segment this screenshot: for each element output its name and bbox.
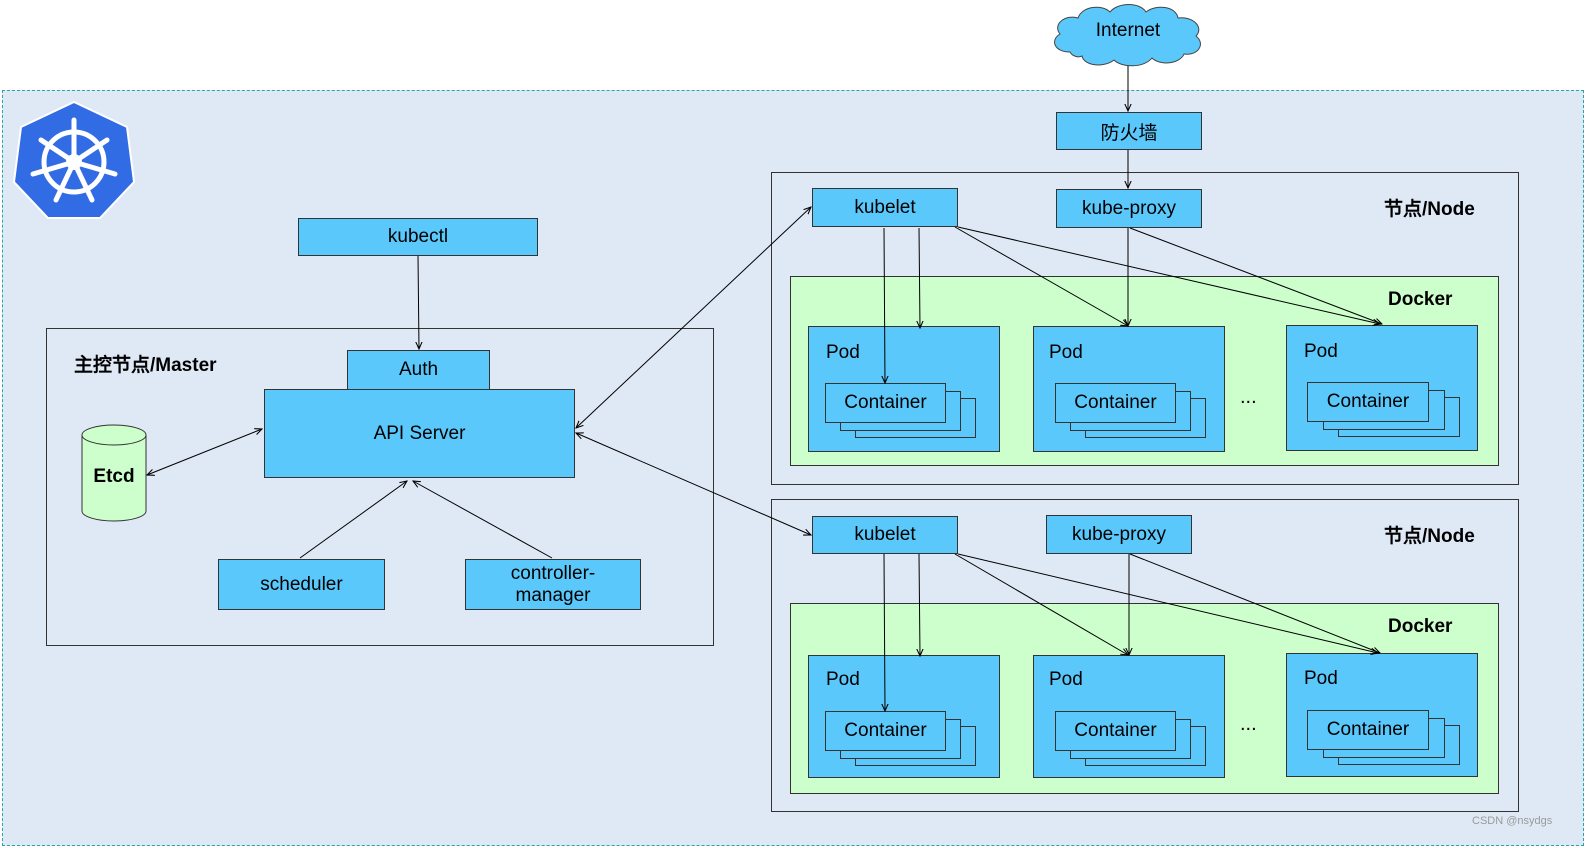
connector-api-kubelet-1 bbox=[576, 207, 811, 428]
node-frame bbox=[771, 499, 1519, 812]
firewall-box[interactable]: 防火墙 bbox=[1056, 112, 1202, 150]
ellipsis: ... bbox=[1240, 386, 1257, 408]
pod-label: Pod bbox=[1304, 668, 1338, 689]
kubelet-box[interactable]: kubelet bbox=[812, 188, 958, 227]
container-label: Container bbox=[1326, 391, 1410, 412]
node-title: 节点/Node bbox=[1384, 199, 1475, 220]
internet-label: Internet bbox=[1095, 20, 1161, 41]
kubelet-label: kubelet bbox=[854, 196, 916, 218]
pod-label: Pod bbox=[1049, 342, 1083, 363]
firewall-label: 防火墙 bbox=[1100, 122, 1158, 144]
cloud-icon bbox=[1054, 4, 1201, 67]
docker-label: Docker bbox=[1388, 616, 1453, 637]
watermark: CSDN @nsydgs bbox=[1472, 815, 1553, 827]
api-server-label: API Server bbox=[373, 422, 466, 444]
kubectl-label: kubectl bbox=[387, 226, 449, 247]
pod-label: Pod bbox=[1304, 341, 1338, 362]
kube-proxy-box[interactable]: kube-proxy bbox=[1056, 189, 1202, 228]
connector-kubelet-pod bbox=[957, 553, 1378, 653]
database-cylinder-icon bbox=[81, 424, 147, 522]
node-title: 节点/Node bbox=[1384, 526, 1475, 547]
auth-box[interactable]: Auth bbox=[347, 350, 490, 390]
connector-kubelet-pod bbox=[919, 227, 920, 328]
kube-proxy-label: kube-proxy bbox=[1072, 523, 1166, 545]
container-box[interactable]: Container bbox=[1055, 711, 1176, 751]
connector-kubelet-container bbox=[884, 553, 885, 711]
pod-label: Pod bbox=[826, 342, 860, 363]
connector-kubectl-auth bbox=[418, 255, 419, 349]
container-box[interactable]: Container bbox=[1307, 710, 1429, 750]
container-label: Container bbox=[1074, 720, 1157, 741]
container-box[interactable]: Container bbox=[825, 711, 946, 751]
connector-kubelet-pod bbox=[954, 226, 1128, 326]
container-label: Container bbox=[844, 392, 927, 413]
connector-api-kubelet-2 bbox=[576, 433, 811, 535]
kubernetes-helm-icon bbox=[12, 100, 136, 219]
connector-kubelet-container bbox=[884, 227, 885, 383]
container-box[interactable]: Container bbox=[1055, 383, 1176, 423]
controller-manager-box[interactable]: controller- manager bbox=[465, 559, 641, 610]
docker-label: Docker bbox=[1388, 289, 1453, 310]
connector-kubelet-pod bbox=[919, 553, 920, 656]
connector-scheduler-api bbox=[299, 481, 407, 559]
controller-manager-label-line1: controller- bbox=[510, 562, 596, 584]
scheduler-box[interactable]: scheduler bbox=[218, 559, 385, 610]
container-box[interactable]: Container bbox=[1307, 382, 1429, 422]
connector-kubelet-pod bbox=[954, 553, 1128, 655]
api-server-box[interactable]: API Server bbox=[264, 389, 575, 478]
kubectl-box[interactable]: kubectl bbox=[298, 218, 538, 256]
controller-manager-label-line2: manager bbox=[515, 584, 591, 606]
master-title: 主控节点/Master bbox=[74, 355, 217, 376]
kube-proxy-box[interactable]: kube-proxy bbox=[1046, 515, 1192, 554]
etcd-label: Etcd bbox=[93, 466, 135, 487]
pod-label: Pod bbox=[826, 669, 860, 690]
scheduler-label: scheduler bbox=[260, 573, 343, 595]
connector-controller-api bbox=[413, 481, 553, 559]
kubelet-label: kubelet bbox=[854, 524, 916, 545]
connector-proxy-pod bbox=[1129, 227, 1382, 324]
connector-proxy-pod bbox=[1129, 553, 1380, 653]
container-label: Container bbox=[1074, 392, 1157, 413]
container-label: Container bbox=[1326, 719, 1410, 740]
container-label: Container bbox=[844, 720, 927, 741]
kube-proxy-label: kube-proxy bbox=[1082, 197, 1176, 219]
kubelet-box[interactable]: kubelet bbox=[812, 516, 958, 554]
connector-kubelet-pod bbox=[957, 226, 1380, 324]
ellipsis: ... bbox=[1240, 713, 1257, 735]
pod-label: Pod bbox=[1049, 669, 1083, 690]
auth-label: Auth bbox=[398, 359, 439, 380]
connector-etcd-api bbox=[147, 429, 262, 475]
